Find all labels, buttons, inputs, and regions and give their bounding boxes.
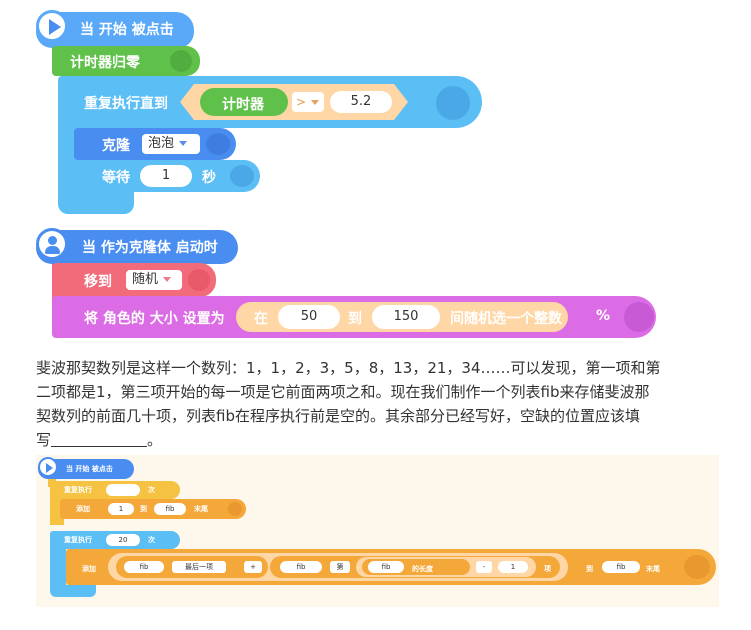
question-line: 二项都是1，第三项开始的每一项是它前面两项之和。现在我们制作一个列表fib来存储… <box>36 383 650 401</box>
add-value[interactable]: 1 <box>108 503 134 515</box>
list-icon <box>684 555 710 579</box>
last-item-label: 最后一项 <box>185 563 213 571</box>
list-label: fib <box>381 563 391 571</box>
end-label: 末尾 <box>194 505 208 513</box>
chevron-down-icon <box>179 141 188 146</box>
timer-reporter[interactable] <box>200 88 288 116</box>
question-text: 斐波那契数列是这样一个数列：1，1，2，3，5，8，13，21，34……可以发现… <box>36 356 736 452</box>
question-line: 斐波那契数列是这样一个数列：1，1，2，3，5，8，13，21，34……可以发现… <box>36 359 661 377</box>
goto-target-select[interactable]: 随机 <box>126 270 182 290</box>
wait-unit: 秒 <box>202 170 216 186</box>
answer-blank[interactable] <box>51 428 148 447</box>
hat-block-clone[interactable] <box>36 230 238 264</box>
random-min[interactable]: 50 <box>278 305 340 329</box>
list-select[interactable]: fib <box>602 561 640 573</box>
add2-label: 添加 <box>82 565 96 573</box>
repeat-bottom <box>50 585 96 597</box>
list-label: fib <box>139 563 149 571</box>
shirt-icon <box>624 302 654 332</box>
operator-select[interactable]: > <box>292 92 324 112</box>
pick-label: 间随机选一个整数 <box>450 311 562 327</box>
to-label: 到 <box>348 311 362 327</box>
end2-label: 末尾 <box>646 565 660 573</box>
hat-clone-label: 当 作为克隆体 启动时 <box>82 240 218 256</box>
gamepad-icon <box>230 165 254 187</box>
chevron-down-icon <box>311 100 320 105</box>
repeat-body <box>50 535 66 595</box>
repeat2-value[interactable]: 20 <box>106 534 140 546</box>
item-label: 项 <box>544 565 551 573</box>
plus-label: + <box>250 563 256 571</box>
minus-value[interactable]: 1 <box>498 561 528 573</box>
list-select[interactable]: fib <box>124 561 164 573</box>
repeat-bottom <box>58 192 134 214</box>
clone-target-select[interactable]: 泡泡 <box>142 134 200 154</box>
timer-icon <box>170 50 192 72</box>
set-size-label: 将 角色的 大小 设置为 <box>84 311 225 327</box>
play-icon <box>38 457 58 477</box>
list-icon <box>228 502 242 516</box>
hat-block-start[interactable] <box>38 459 134 479</box>
nth-select[interactable]: 第 <box>330 561 350 573</box>
timer-reporter-label: 计时器 <box>222 97 264 113</box>
wait-value[interactable]: 1 <box>140 165 192 187</box>
to-label: 到 <box>140 505 147 513</box>
question-line-end: 。 <box>147 431 163 449</box>
gamepad-icon <box>436 86 470 120</box>
clone-label: 克隆 <box>102 138 130 154</box>
goto-label: 移到 <box>84 274 112 290</box>
length-label: 的长度 <box>412 565 433 573</box>
script3-panel: 当 开始 被点击 重复执行 次 添加 1 到 fib 末尾 重复执行 20 次 … <box>36 455 719 607</box>
user-icon <box>36 228 68 260</box>
repeat-until-label: 重复执行直到 <box>84 96 168 112</box>
plus-operator[interactable]: + <box>244 561 262 573</box>
nth-label: 第 <box>336 563 344 571</box>
list-label: fib <box>165 505 175 513</box>
motion-icon <box>188 269 210 291</box>
chevron-down-icon <box>163 277 172 282</box>
clone-icon <box>206 133 230 155</box>
list-select[interactable]: fib <box>154 503 186 515</box>
play-icon <box>36 10 68 42</box>
repeat-label: 重复执行 <box>64 486 92 494</box>
hat-label: 当 开始 被点击 <box>80 22 174 38</box>
question-line: 契数列的前面几十项，列表fib在程序执行前是空的。其余部分已经写好，空缺的位置应… <box>36 407 640 425</box>
reset-label: 计时器归零 <box>70 55 140 71</box>
operator-label: > <box>296 95 307 109</box>
to2-label: 到 <box>586 565 593 573</box>
last-item-select[interactable]: 最后一项 <box>172 561 226 573</box>
hat-label: 当 开始 被点击 <box>66 465 113 473</box>
add-label: 添加 <box>76 505 90 513</box>
add-to-list-block[interactable] <box>60 499 246 519</box>
clone-target-label: 泡泡 <box>148 136 175 151</box>
times2-label: 次 <box>148 536 155 544</box>
list-select[interactable]: fib <box>368 561 404 573</box>
compare-value[interactable]: 5.2 <box>330 91 392 113</box>
wait-label: 等待 <box>102 170 130 186</box>
goto-target-label: 随机 <box>132 272 159 287</box>
repeat2-label: 重复执行 <box>64 536 92 544</box>
repeat-blank[interactable] <box>106 484 140 496</box>
times-label: 次 <box>148 486 155 494</box>
minus-label: - <box>482 563 486 571</box>
question-line: 写。 <box>36 428 736 452</box>
random-max[interactable]: 150 <box>372 305 440 329</box>
percent-label: % <box>596 308 611 324</box>
list-select[interactable]: fib <box>280 561 322 573</box>
question-line-start: 写 <box>36 431 52 449</box>
between-label: 在 <box>254 311 268 327</box>
minus-operator[interactable]: - <box>476 561 492 573</box>
list-label: fib <box>616 563 626 571</box>
list-label: fib <box>296 563 306 571</box>
